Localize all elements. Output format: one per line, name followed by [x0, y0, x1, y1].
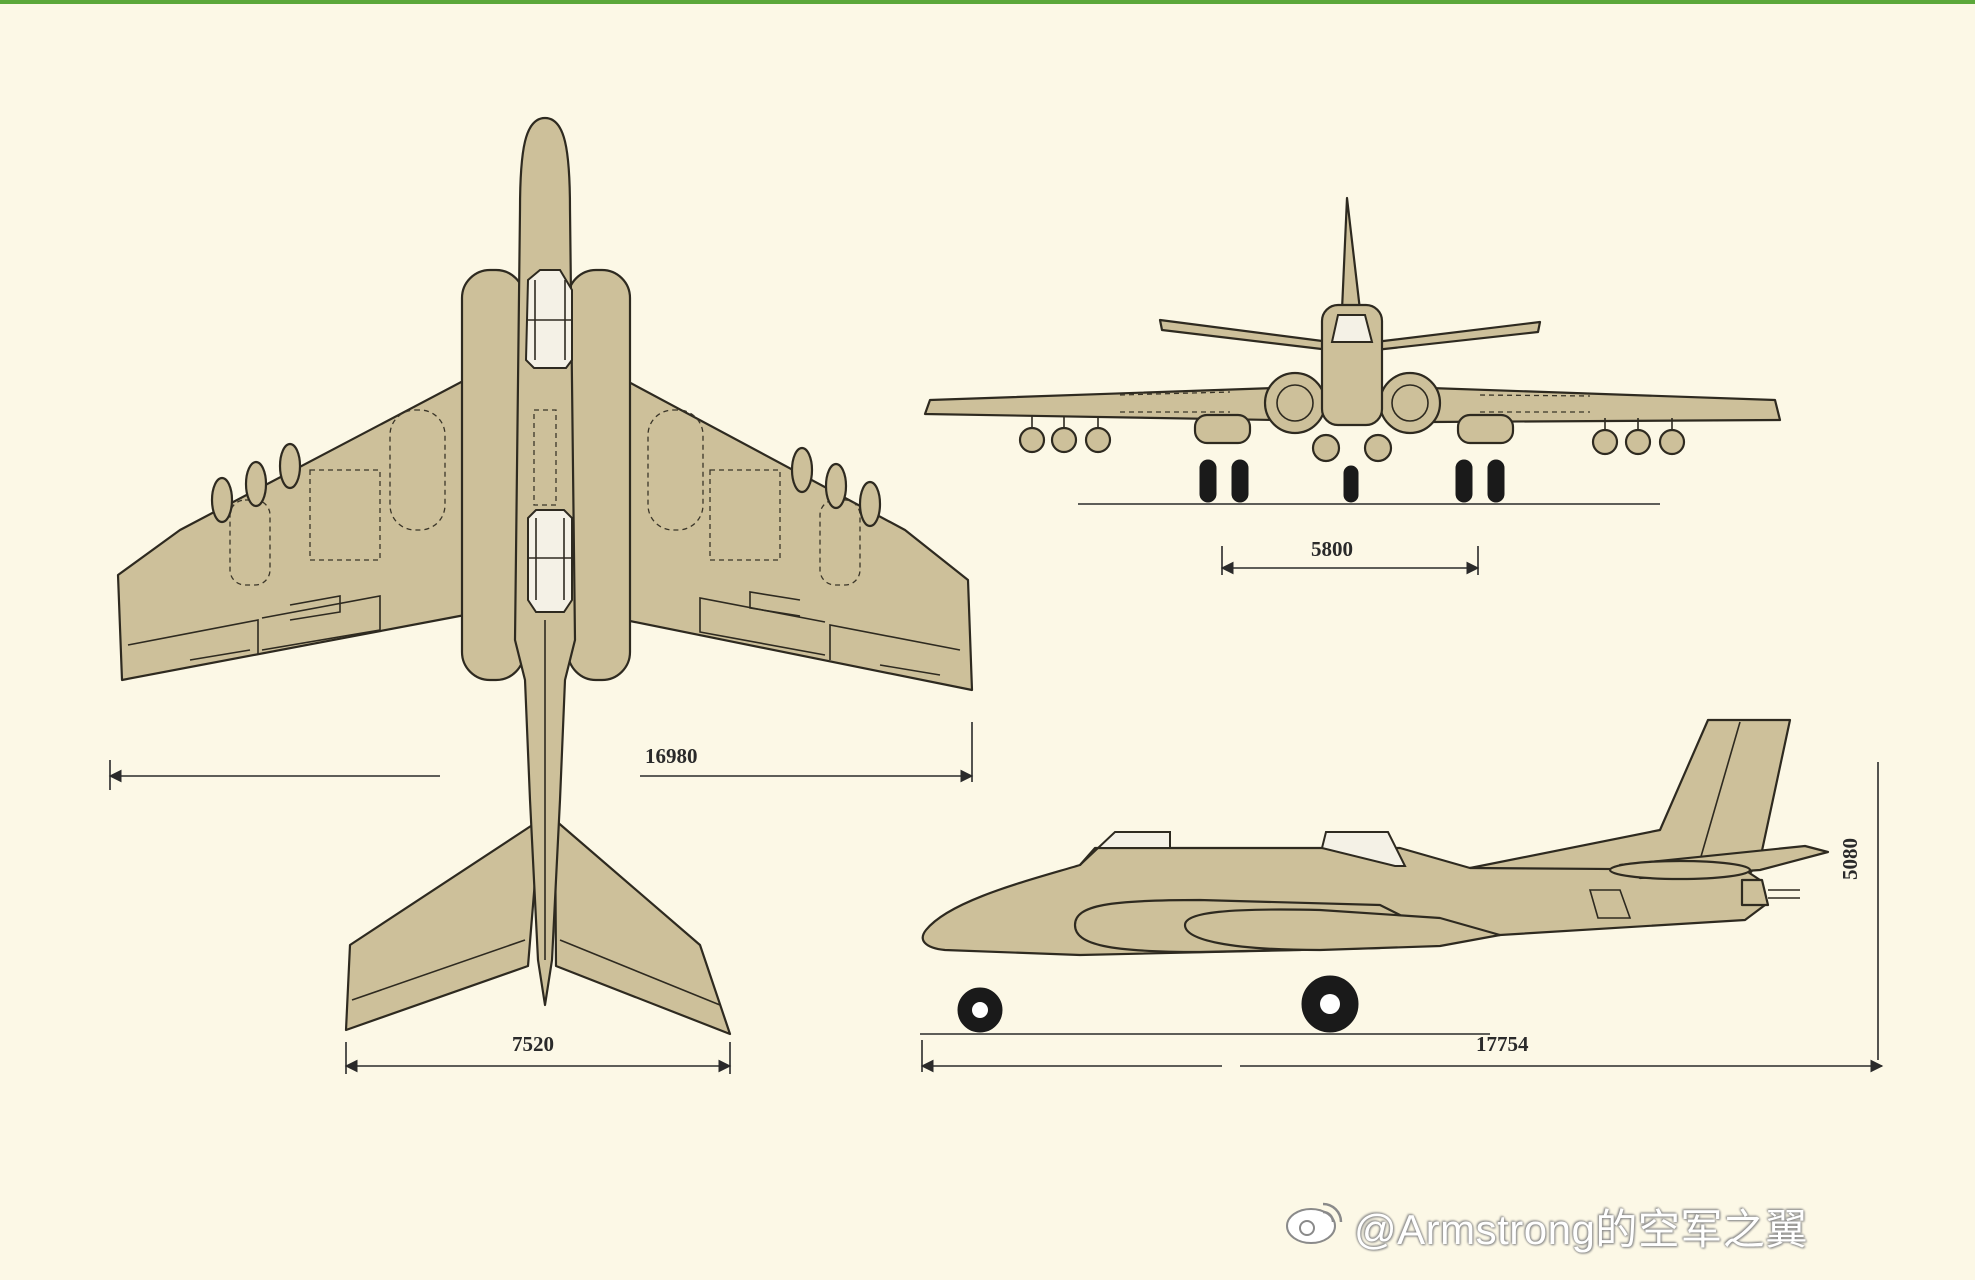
tailplane-front-right	[1373, 320, 1542, 352]
front-canopy-top	[524, 269, 573, 369]
dimension-label-tail-span: 7520	[512, 1032, 554, 1056]
dimension-label-track: 5800	[1311, 537, 1353, 561]
dimension-length-side	[920, 1040, 1884, 1073]
wing-left	[116, 378, 467, 682]
dimension-track-front	[1220, 546, 1480, 575]
paper-background	[0, 4, 1975, 1280]
pylon-store-left-2	[244, 460, 268, 508]
side-view	[920, 718, 1830, 1035]
external-tank-side	[1183, 908, 1502, 952]
pylon-store-right-3	[858, 480, 882, 528]
rear-canopy-side	[1320, 831, 1407, 867]
wing-right	[623, 378, 974, 692]
canopy-front	[1330, 314, 1374, 343]
pylon-store-right-1	[790, 446, 814, 494]
rear-canopy-top	[527, 509, 573, 613]
top-border-rule	[0, 0, 1975, 4]
horizontal-tail-right	[553, 818, 732, 1036]
pylon-store-left-3	[278, 442, 302, 490]
engine-intake-left	[1263, 371, 1327, 435]
watermark-text: @Armstrong的空军之翼	[1354, 1206, 1808, 1253]
horizontal-tail-left	[344, 818, 542, 1032]
weibo-icon	[1286, 1202, 1343, 1244]
wing-stores-front-right	[1591, 418, 1686, 456]
watermark: @Armstrong的空军之翼	[1282, 1196, 1808, 1257]
vertical-fin-front	[1340, 196, 1362, 312]
pylon-store-left-1	[210, 476, 234, 524]
dimension-label-span: 16980	[645, 744, 698, 768]
dimension-length-top	[344, 1042, 732, 1074]
wing-stores-front-left	[1018, 416, 1112, 454]
tailplane-front-left	[1158, 318, 1332, 352]
dimension-span-top	[108, 722, 974, 790]
front-view	[923, 196, 1782, 505]
pylon-store-right-2	[824, 462, 848, 510]
top-view	[116, 116, 974, 1036]
landing-gear-front	[1199, 459, 1505, 503]
nacelle-right	[566, 268, 632, 682]
engine-intake-right	[1378, 371, 1442, 435]
dimension-label-height: 5080	[1838, 838, 1862, 880]
dimension-label-length: 17754	[1476, 1032, 1529, 1056]
landing-gear-side	[957, 975, 1359, 1033]
front-canopy-side	[1079, 831, 1171, 866]
